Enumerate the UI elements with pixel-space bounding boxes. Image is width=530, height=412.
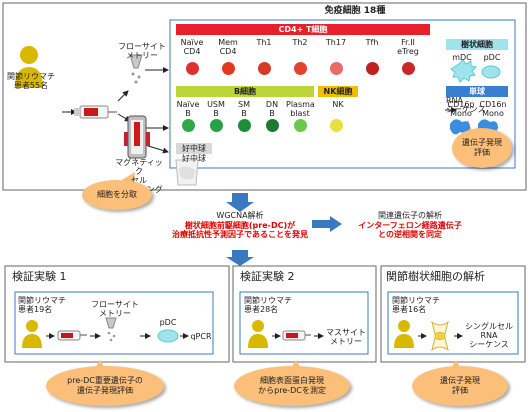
cd4-cell-dot-4 [330,62,343,75]
syringe-icon-panel1 [57,330,87,341]
pdc-icon [481,65,501,79]
cd16n-mono-label: CD16n Mono [479,100,507,118]
b-cell-dot-4 [294,119,307,132]
panel1-patient: 関節リウマチ 患者19名 [18,296,66,314]
cd4-cell-label-3: Th2 [292,38,308,47]
panel1-title: 検証実験 1 [12,270,67,283]
patient-icon-panel3 [394,320,414,348]
mdc-label: mDC [452,53,472,62]
panel2-method: マスサイト メトリー [326,328,366,346]
flow-cytometer-icon [129,54,143,84]
b-cell-label-0: Naïve B [176,100,200,118]
b-cell-label-3: DN B [265,100,279,118]
rna-callout: 遺伝子発現 評価 [452,128,512,168]
pdc-icon-panel1 [157,329,179,343]
panel3-method: シングルセル RNA シーケンス [465,322,513,349]
mono-header: 単球 [446,86,508,97]
patient-icon [15,46,43,88]
syringe-icon [74,105,117,119]
panel3-title: 関節樹状細胞の解析 [386,270,485,283]
b-cell-dot-0 [182,119,195,132]
b-cell-label-2: SM B [238,100,250,118]
panel2-patient: 関節リウマチ 患者28名 [244,296,292,314]
panel1-method: qPCR [190,332,212,341]
cd4-cell-dot-0 [186,62,199,75]
cd4-cell-label-5: Tfh [365,38,379,47]
patient-label: 関節リウマチ 患者55名 [7,72,55,90]
panel1-cell: pDC [159,318,177,327]
patient-icon-panel1 [22,320,42,348]
panel2-title: 検証実験 2 [240,270,295,283]
panel2-callout: 細胞表面蛋白発現 からpre-DCを測定 [234,366,350,406]
b-header: B細胞 [176,86,314,97]
cd4-cell-dot-1 [222,62,235,75]
magnetic-column-icon [124,115,150,159]
cd4-cell-dot-6 [402,62,415,75]
cd4-cell-label-6: Fr.II eTreg [397,38,419,56]
cd4-cell-label-0: Naïve CD4 [180,38,204,56]
b-cell-label-1: USM B [207,100,225,118]
wgcna-title: WGCNA解析 [216,211,264,220]
sort-callout: 細胞を分取 [82,180,152,210]
neutrophil-header: 好中球 [176,143,212,154]
pdc-label: pDC [483,53,501,62]
panel3-callout: 遺伝子発現 評価 [412,366,508,406]
panel3-patient: 関節リウマチ 患者16名 [392,296,440,314]
b-cell-dot-3 [266,119,279,132]
cd4-cell-dot-2 [258,62,271,75]
neutrophil-tube-icon [175,159,199,186]
syringe-icon-panel2 [282,330,311,341]
right-arrow [312,216,342,232]
rna-seq-label: RNA シーケンス [446,96,486,114]
mdc-icon [450,59,478,83]
patient-icon-panel2 [248,320,268,348]
dc-header: 樹状細胞 [446,39,508,50]
cd4-cell-dot-3 [294,62,307,75]
wgcna-finding: 樹状細胞前駆細胞(pre-DC)が 治療抵抗性予測因子であることを発見 [172,221,308,239]
immune-cells-title: 免疫細胞 18種 [324,6,386,16]
down-arrow-1 [226,193,254,212]
nk-label: NK [332,100,344,109]
nk-header: NK細胞 [318,86,358,97]
down-arrow-2 [226,250,254,266]
panel1-flow: フローサイト メトリー [91,300,139,318]
b-cell-label-4: Plasma blast [286,100,315,118]
cd4-cell-label-2: Th1 [256,38,272,47]
cd4-header: CD4+ T細胞 [176,24,430,35]
panel1-callout: pre-DC重要遺伝子の 遺伝子発現評価 [46,366,164,406]
gene-analysis-title: 関連遺伝子の解析 [378,211,442,220]
nk-cell-dot [330,119,343,132]
b-cell-dot-2 [238,119,251,132]
cd4-cell-label-4: Th17 [325,38,347,47]
gene-analysis-finding: インターフェロン経路遺伝子 との逆相関を同定 [358,221,462,239]
cd4-cell-dot-5 [366,62,379,75]
cd4-cell-label-1: Mem CD4 [218,38,238,56]
neutrophil-label: 好中球 [182,154,206,163]
joint-icon [431,320,449,352]
cd16p-mono-label: CD16p Mono [447,100,475,118]
b-cell-dot-1 [210,119,223,132]
flow-cytometry-label: フローサイト メトリー [118,42,166,60]
flow-cytometer-icon-panel1 [105,317,117,342]
